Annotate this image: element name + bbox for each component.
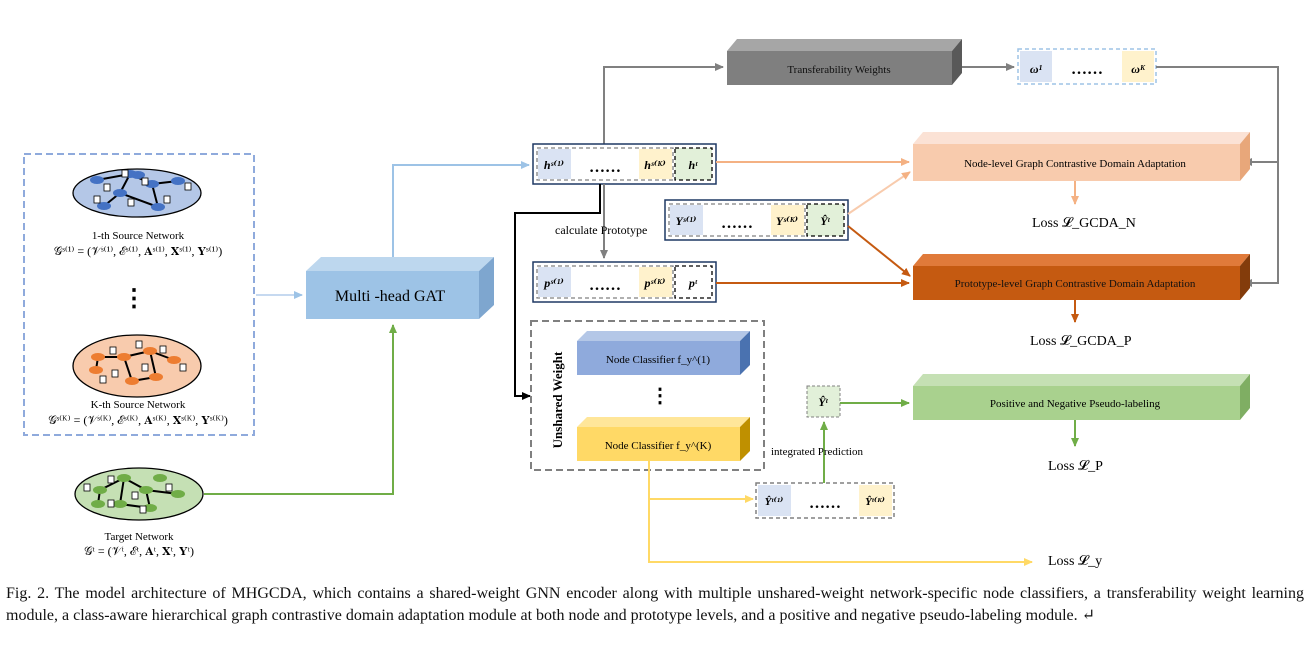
source-network-k-label: K-th Source Network [91,399,186,411]
arrow-target-to-gat [204,324,397,495]
embedding-dots: …… [589,159,621,176]
weight-last: ωᴷ [1131,62,1146,76]
architecture-diagram: 1-th Source Network 𝒢ˢ⁽¹⁾ = (𝒱ˢ⁽¹⁾, ℰˢ⁽¹… [23,39,1279,569]
weight-last-cell [1122,51,1154,82]
arrow-embeddings-to-tw [603,63,724,144]
pseudo-labeling-box [913,374,1250,420]
transferability-weights-box [727,39,962,85]
prototype-target: pᵗ [688,276,698,290]
arrow-classifiers-to-loss-y [648,499,1033,566]
weight-first: ω¹ [1030,62,1043,76]
prediction-dots: …… [809,495,841,512]
loss-gcda-p: Loss 𝓛_GCDA_P [1030,333,1132,349]
prediction-first: Ŷᵗ⁽¹⁾ [765,496,784,508]
loss-gcda-n: Loss 𝓛_GCDA_N [1032,215,1136,231]
source-network-1-formula: 𝒢ˢ⁽¹⁾ = (𝒱ˢ⁽¹⁾, ℰˢ⁽¹⁾, 𝐀ˢ⁽¹⁾, 𝐗ˢ⁽¹⁾, 𝐘ˢ⁽… [54,244,222,258]
prototype-level-gcda-label: Prototype-level Graph Contrastive Domain… [955,278,1196,290]
prototype-dots: …… [589,277,621,294]
target-network-graph [74,467,204,521]
prototype-source-k: pˢ⁽ᴷ⁾ [644,276,666,290]
source-network-1-label: 1-th Source Network [92,230,185,242]
source-networks-group [23,153,255,436]
embedding-source-k: hˢ⁽ᴷ⁾ [644,158,666,172]
figure-caption: Fig. 2. The model architecture of MHGCDA… [6,585,1304,624]
embedding-target: hᵗ [689,158,699,172]
prediction-last: Ŷᵗ⁽ᴷ⁾ [865,496,885,508]
label-source-1: Yˢ⁽¹⁾ [676,214,697,228]
node-classifier-1-box [577,331,750,375]
node-level-gcda-label: Node-level Graph Contrastive Domain Adap… [964,158,1186,170]
node-level-gcda-box [913,132,1250,181]
source-network-k-graph [72,334,202,398]
integrated-prediction-label: integrated Prediction [771,446,863,458]
source-network-1-graph [72,168,202,218]
node-classifier-k-box [577,417,750,461]
node-classifier-k-label: Node Classifier f_y^(K) [605,440,712,452]
arrow-gat-to-embeddings [392,161,530,257]
arrow-weights-to-node-gcda [1156,66,1279,166]
weight-dots: …… [1071,61,1103,78]
unshared-weight-label: Unshared Weight [550,351,565,448]
prototype-source-1: pˢ⁽¹⁾ [543,276,564,290]
arrow-labels-to-proto-gcda [847,225,911,277]
calculate-prototype-label: calculate Prototype [555,223,647,237]
loss-p: Loss 𝓛_P [1048,458,1103,474]
multi-head-gat-box [306,257,494,319]
integrated-yhat: Ŷᵗ [818,395,828,409]
integrated-yhat-cell [806,385,841,418]
multi-head-gat-label: Multi -head GAT [335,288,445,305]
prototype-level-gcda-box [913,254,1250,300]
weight-first-cell [1020,51,1052,82]
source-network-k-formula: 𝒢ˢ⁽ᴷ⁾ = (𝒱ˢ⁽ᴷ⁾, ℰˢ⁽ᴷ⁾, 𝐀ˢ⁽ᴷ⁾, 𝐗ˢ⁽ᴷ⁾, 𝐘ˢ⁽… [48,413,228,427]
target-network-formula: 𝒢ᵗ = (𝒱ᵗ, ℰᵗ, 𝐀ᵗ, 𝐗ᵗ, 𝐘ᵗ) [84,544,194,558]
classifier-ellipsis: ⋮ [650,385,670,407]
transferability-weights-label: Transferability Weights [787,64,890,76]
label-target: Ŷᵗ [820,214,830,228]
node-classifier-1-label: Node Classifier f_y^(1) [606,354,710,366]
label-dots: …… [721,215,753,232]
arrow-embeddings-to-classifiers [514,184,601,400]
loss-y: Loss 𝓛_y [1048,553,1102,569]
unshared-classifier-group [530,320,765,471]
embedding-source-1: hˢ⁽¹⁾ [544,158,565,172]
source-networks-ellipsis: ⋮ [122,286,146,312]
arrow-weights-to-proto-gcda [1243,162,1279,287]
arrow-classifiers-to-predictions [648,461,754,503]
target-network-label: Target Network [105,531,174,543]
pseudo-labeling-label: Positive and Negative Pseudo-labeling [990,398,1161,410]
arrow-labels-to-node-gcda [847,171,911,215]
label-source-k: Yˢ⁽ᴷ⁾ [776,214,799,228]
